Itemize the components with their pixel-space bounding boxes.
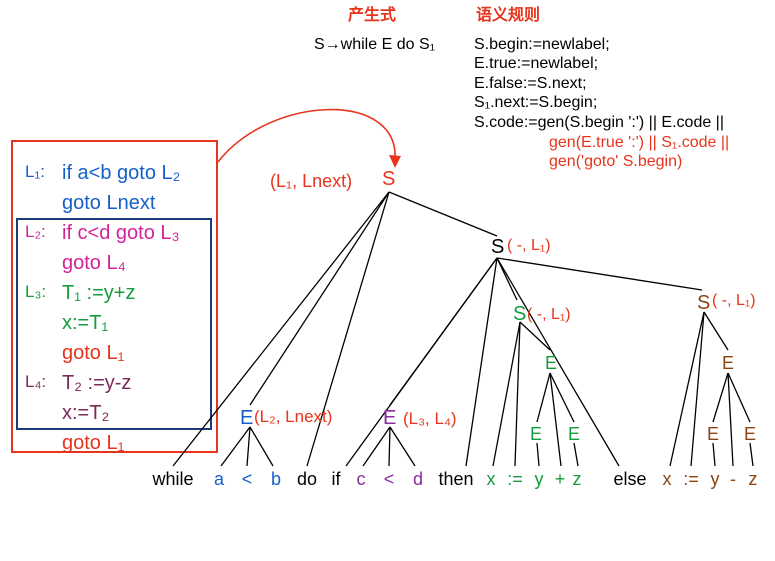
tree-edge (306, 191, 390, 467)
tree-edge (519, 321, 551, 351)
e-if-attr: (L₃, L₄) (403, 409, 457, 428)
tree-edge (712, 372, 729, 423)
leaf-token: < (383, 469, 395, 489)
code-line: T₂ :=y-z (62, 372, 132, 394)
tree-edge (727, 372, 734, 467)
tree-edge (536, 442, 540, 467)
leaf-token: y (534, 469, 544, 489)
tree-edge (220, 426, 251, 467)
leaf-token: - (730, 469, 736, 489)
tree-edge (514, 321, 521, 467)
code-label: L₃: (25, 282, 47, 301)
rule-line: S₁.next:=S.begin; (474, 94, 598, 111)
e-then-right-node: E (568, 424, 581, 444)
leaf-token: d (412, 469, 424, 489)
tree-edge (492, 321, 521, 467)
tree-edge (496, 257, 518, 301)
leaf-token: do (296, 469, 318, 489)
outer-code-box (11, 140, 218, 453)
inner-code-box (16, 218, 212, 430)
tree-edge (549, 372, 575, 423)
s-inner-node: S (491, 236, 505, 258)
tree-edge (712, 442, 716, 467)
leaf-token: + (554, 469, 566, 489)
leaf-token: if (331, 469, 341, 489)
s-inner-attr: ( -, L₁) (507, 237, 551, 254)
rule-line: E.true:=newlabel; (474, 55, 599, 72)
root-node: S (382, 168, 396, 190)
tree-edge (703, 311, 729, 351)
tree-edge (389, 426, 416, 467)
tree-edge (549, 372, 562, 467)
tree-edge (573, 442, 579, 467)
tree-edge (249, 426, 274, 467)
code-label: L₂: (25, 222, 46, 241)
tree-edge (496, 257, 620, 467)
rule-line: E.false:=S.next; (474, 75, 587, 92)
e-while-node: E (240, 407, 254, 429)
tree-edge (749, 442, 754, 467)
code-line: goto Lnext (62, 192, 156, 214)
leaf-token: := (507, 469, 523, 489)
tree-edge (727, 372, 751, 423)
tree-edge (388, 191, 498, 237)
e-else-node: E (722, 353, 735, 373)
link-arrow (217, 108, 396, 163)
rule-line: S.begin:=newlabel; (474, 36, 610, 53)
leaf-token: := (683, 469, 699, 489)
tree-edge (496, 257, 703, 291)
tree-edge (388, 426, 391, 467)
e-then-node: E (545, 353, 558, 373)
tree-edge (246, 426, 251, 467)
rule-line: S.code:=gen(S.begin ':') || E.code || (474, 114, 724, 131)
s-then-node: S (513, 303, 527, 325)
leaf-token: else (613, 469, 647, 489)
rule-line: gen('goto' S.begin) (549, 153, 683, 170)
code-line: x:=T₁ (62, 312, 109, 334)
leaf-token: y (710, 469, 720, 489)
tree-edge (690, 311, 705, 467)
e-while-attr: (L₂, Lnext) (254, 407, 333, 426)
e-else-right-node: E (744, 424, 757, 444)
code-line: goto L₁ (62, 432, 125, 454)
leaf-token: z (748, 469, 758, 489)
leaf-token: x (662, 469, 672, 489)
link-arrow-head (389, 155, 401, 168)
tree-edge (669, 311, 705, 467)
semantic-rule-header: 语义规则 (476, 7, 541, 24)
s-then-attr: ( -, L₁) (527, 306, 571, 323)
s-else-node: S (697, 292, 711, 314)
leaf-token: while (152, 469, 194, 489)
code-label: L₁: (25, 162, 45, 181)
tree-edge (362, 426, 391, 467)
code-line: goto L₁ (62, 342, 125, 364)
leaf-token: b (270, 469, 282, 489)
s-else-attr: ( -, L₁) (712, 292, 756, 309)
tree-edge (536, 372, 551, 423)
leaf-token: z (572, 469, 582, 489)
leaf-token: then (438, 469, 474, 489)
root-attr: (L₁, Lnext) (270, 171, 353, 191)
tree-edge (172, 191, 390, 467)
code-line: T₁ :=y+z (62, 282, 136, 304)
e-if-node: E (383, 407, 397, 429)
tree-edge (249, 191, 390, 406)
leaf-token: < (241, 469, 253, 489)
production-text: S→while E do S₁ (314, 36, 436, 53)
tree-edge (389, 257, 498, 406)
code-line: if a<b goto L₂ (62, 162, 181, 184)
e-else-left-node: E (707, 424, 720, 444)
leaf-token: a (213, 469, 225, 489)
e-then-left-node: E (530, 424, 543, 444)
rule-line: gen(E.true ':') || S₁.code || (549, 134, 730, 151)
production-header: 产生式 (348, 7, 397, 24)
code-label: L₄: (25, 372, 47, 391)
code-line: x:=T₂ (62, 402, 110, 424)
code-line: goto L₄ (62, 252, 126, 274)
leaf-token: x (486, 469, 496, 489)
code-line: if c<d goto L₃ (62, 222, 180, 244)
leaf-token: c (356, 469, 366, 489)
tree-edge (465, 257, 498, 467)
